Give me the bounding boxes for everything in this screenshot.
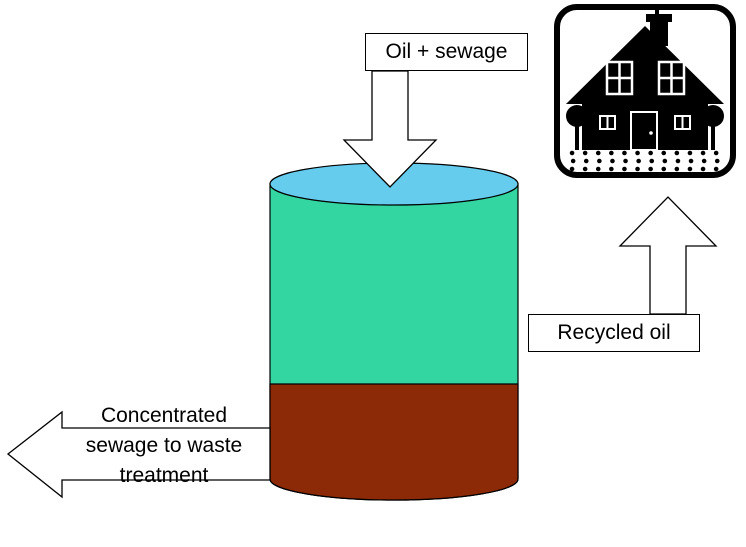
door	[630, 111, 658, 151]
body-window-left	[599, 115, 616, 130]
recycled-oil-label: Recycled oil	[528, 314, 700, 352]
oil-sewage-label: Oil + sewage	[365, 33, 528, 71]
separation-tank	[269, 162, 519, 501]
waste-line-2: sewage to waste	[85, 434, 243, 457]
chimney-cap	[646, 14, 672, 22]
body-window-right	[674, 115, 691, 130]
recycled-oil-arrow-up	[618, 196, 718, 315]
house-icon	[554, 4, 736, 178]
tree-left	[566, 105, 588, 150]
tree-right	[702, 105, 724, 150]
waste-line-3: treatment	[119, 464, 209, 487]
inflow-arrow-down	[342, 70, 438, 188]
roof-window-right	[657, 60, 686, 96]
ground-dots	[563, 150, 727, 172]
chimney-stub	[655, 8, 659, 16]
sewage-layer	[269, 383, 519, 501]
waste-line-1: Concentrated	[100, 404, 228, 427]
waste-treatment-label: Concentrated sewage to waste treatment	[40, 401, 288, 491]
waste-outflow-arrow-left	[6, 410, 271, 499]
roof-window-left	[605, 60, 634, 96]
